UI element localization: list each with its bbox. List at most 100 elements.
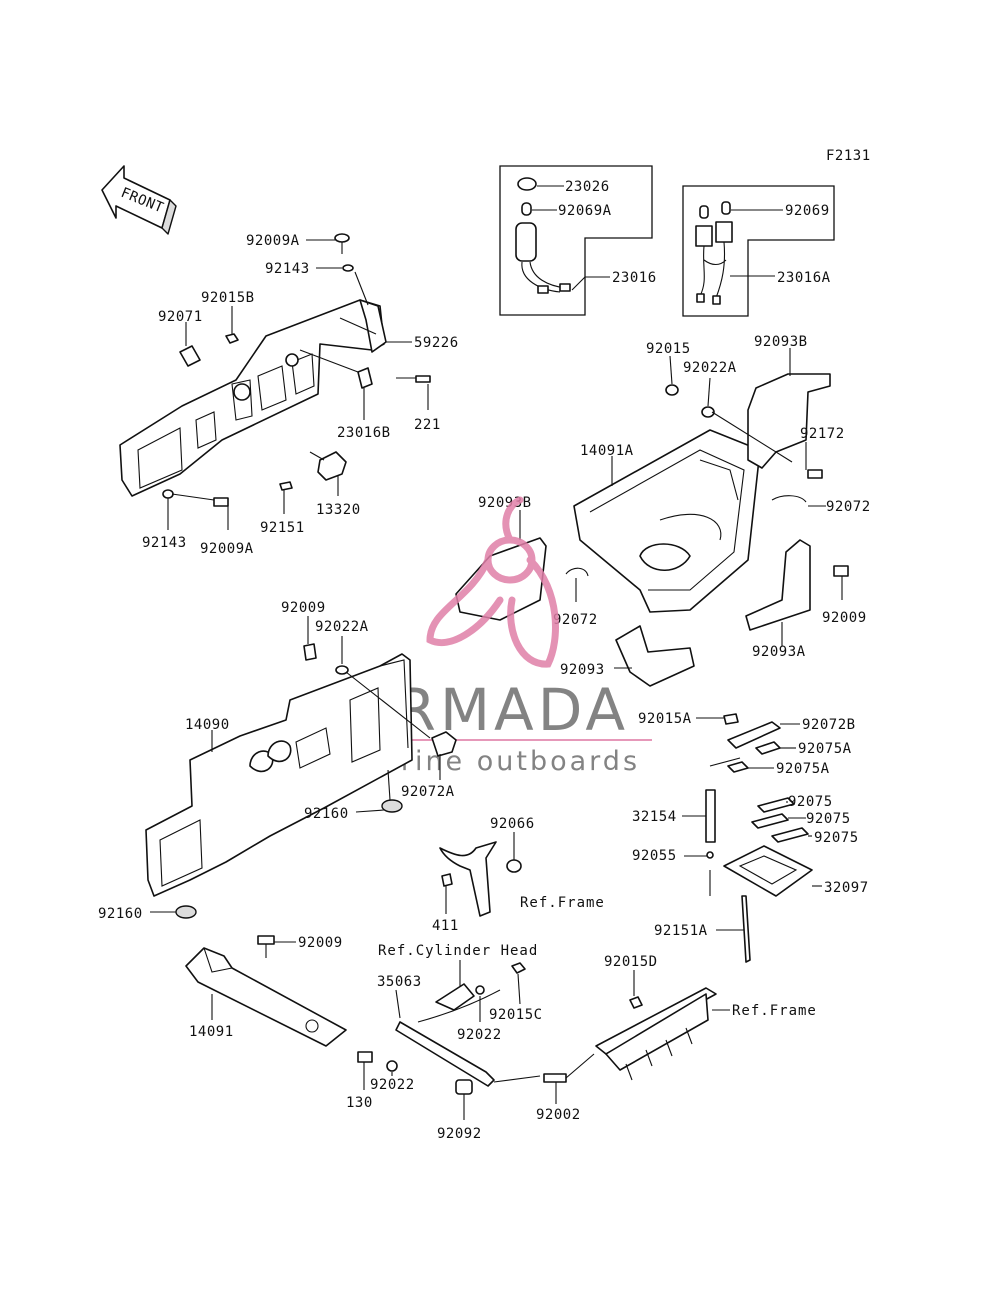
label-23016B: 23016B: [337, 425, 391, 441]
nut-92015C: [511, 962, 526, 974]
label-92160-left: 92160: [98, 906, 143, 922]
clip-92072-right: [771, 495, 807, 503]
label-92066: 92066: [490, 816, 535, 832]
bolt-92172: [807, 469, 823, 479]
pad-92075-3: [771, 827, 809, 843]
meter-panel-cover: [119, 299, 387, 497]
watermark-logo: [426, 496, 559, 668]
frame-bracket-center: [439, 841, 497, 917]
label-92022A-mid: 92022A: [315, 619, 369, 635]
label-92015D: 92015D: [604, 954, 658, 970]
pad-92075-1: [757, 797, 795, 813]
cap-92071: [179, 345, 201, 367]
label-92075-1: 92075: [788, 794, 833, 810]
ref-cylinder-head: Ref.Cylinder Head: [378, 943, 538, 959]
label-92072B: 92072B: [802, 717, 856, 733]
front-arrow-icon: FRONT: [101, 165, 177, 235]
label-92015: 92015: [646, 341, 691, 357]
label-23016: 23016: [612, 270, 657, 286]
label-130: 130: [346, 1095, 373, 1111]
label-13320: 13320: [316, 502, 361, 518]
label-92022-b: 92022: [370, 1077, 415, 1093]
washer-92143-top: [342, 264, 354, 272]
bolt-92002: [543, 1073, 567, 1083]
bolt-92009-right: [833, 565, 849, 577]
figure-code: F2131: [826, 148, 871, 164]
bolt-130: [357, 1051, 373, 1063]
label-35063: 35063: [377, 974, 422, 990]
nut-411: [441, 873, 453, 887]
label-92092: 92092: [437, 1126, 482, 1142]
pad-92075-2: [751, 813, 789, 829]
label-92075A-2: 92075A: [776, 761, 830, 777]
bolt-92009-bottom: [257, 935, 275, 945]
pin-92055: [706, 851, 714, 859]
washer-92022A-mid: [335, 665, 349, 675]
pedal-32097: [723, 845, 813, 897]
label-92072-right: 92072: [826, 499, 871, 515]
label-411: 411: [432, 918, 459, 934]
label-92022-a: 92022: [457, 1027, 502, 1043]
label-92022A-right: 92022A: [683, 360, 737, 376]
label-92069A: 92069A: [558, 203, 612, 219]
label-14091: 14091: [189, 1024, 234, 1040]
tray-14091A: [573, 429, 761, 613]
label-92093B-right: 92093B: [754, 334, 808, 350]
label-23016A: 23016A: [777, 270, 831, 286]
switch-13320: [317, 451, 347, 481]
label-92002: 92002: [536, 1107, 581, 1123]
label-92069: 92069: [785, 203, 830, 219]
inset-23016: [499, 165, 653, 316]
label-92075A-1: 92075A: [798, 741, 852, 757]
label-92093: 92093: [560, 662, 605, 678]
label-92143-bot: 92143: [142, 535, 187, 551]
frame-rail: [595, 987, 717, 1081]
screw-92151: [279, 481, 293, 491]
plate-14091: [185, 947, 347, 1047]
label-92015B: 92015B: [201, 290, 255, 306]
label-92151A: 92151A: [654, 923, 708, 939]
nut-92015A: [723, 713, 739, 725]
label-14091A: 14091A: [580, 443, 634, 459]
pad-92075A-1: [755, 741, 781, 755]
label-92009A-top: 92009A: [246, 233, 300, 249]
label-92071: 92071: [158, 309, 203, 325]
pad-92075A-2: [727, 761, 749, 773]
label-92172: 92172: [800, 426, 845, 442]
plate-92072B: [727, 721, 781, 749]
label-92009A-bot: 92009A: [200, 541, 254, 557]
bracket-cylinder: [435, 983, 475, 1011]
washer-92022A-right: [701, 406, 715, 418]
bracket-92093B-right: [747, 373, 831, 469]
label-59226: 59226: [414, 335, 459, 351]
label-92093B-left: 92093B: [478, 495, 532, 511]
ref-frame-1: Ref.Frame: [520, 895, 605, 911]
bushing-92092: [455, 1079, 473, 1095]
label-92015A: 92015A: [638, 711, 692, 727]
bracket-92093: [615, 625, 695, 687]
rod-35063: [395, 1021, 495, 1087]
inset-23016A: [682, 185, 835, 317]
label-92015C: 92015C: [489, 1007, 543, 1023]
label-32097: 32097: [824, 880, 869, 896]
nut-92015B: [225, 333, 239, 344]
label-23026: 23026: [565, 179, 610, 195]
clip-92072-mid: [565, 567, 589, 577]
label-92072A: 92072A: [401, 784, 455, 800]
rod-32154: [705, 789, 716, 843]
bolt-92009-mid: [303, 643, 317, 661]
grommet-23016B: [357, 367, 373, 389]
grommet-92160-mid: [381, 799, 403, 813]
clip-92072A: [431, 731, 457, 757]
label-92143-top: 92143: [265, 261, 310, 277]
spring-92151A: [741, 895, 751, 963]
nut-92015D: [629, 996, 643, 1009]
bracket-92093A: [745, 539, 811, 631]
label-92151: 92151: [260, 520, 305, 536]
label-92009-mid: 92009: [281, 600, 326, 616]
label-14090: 14090: [185, 717, 230, 733]
label-92072-mid: 92072: [553, 612, 598, 628]
cap-92066: [506, 859, 522, 873]
label-92055: 92055: [632, 848, 677, 864]
